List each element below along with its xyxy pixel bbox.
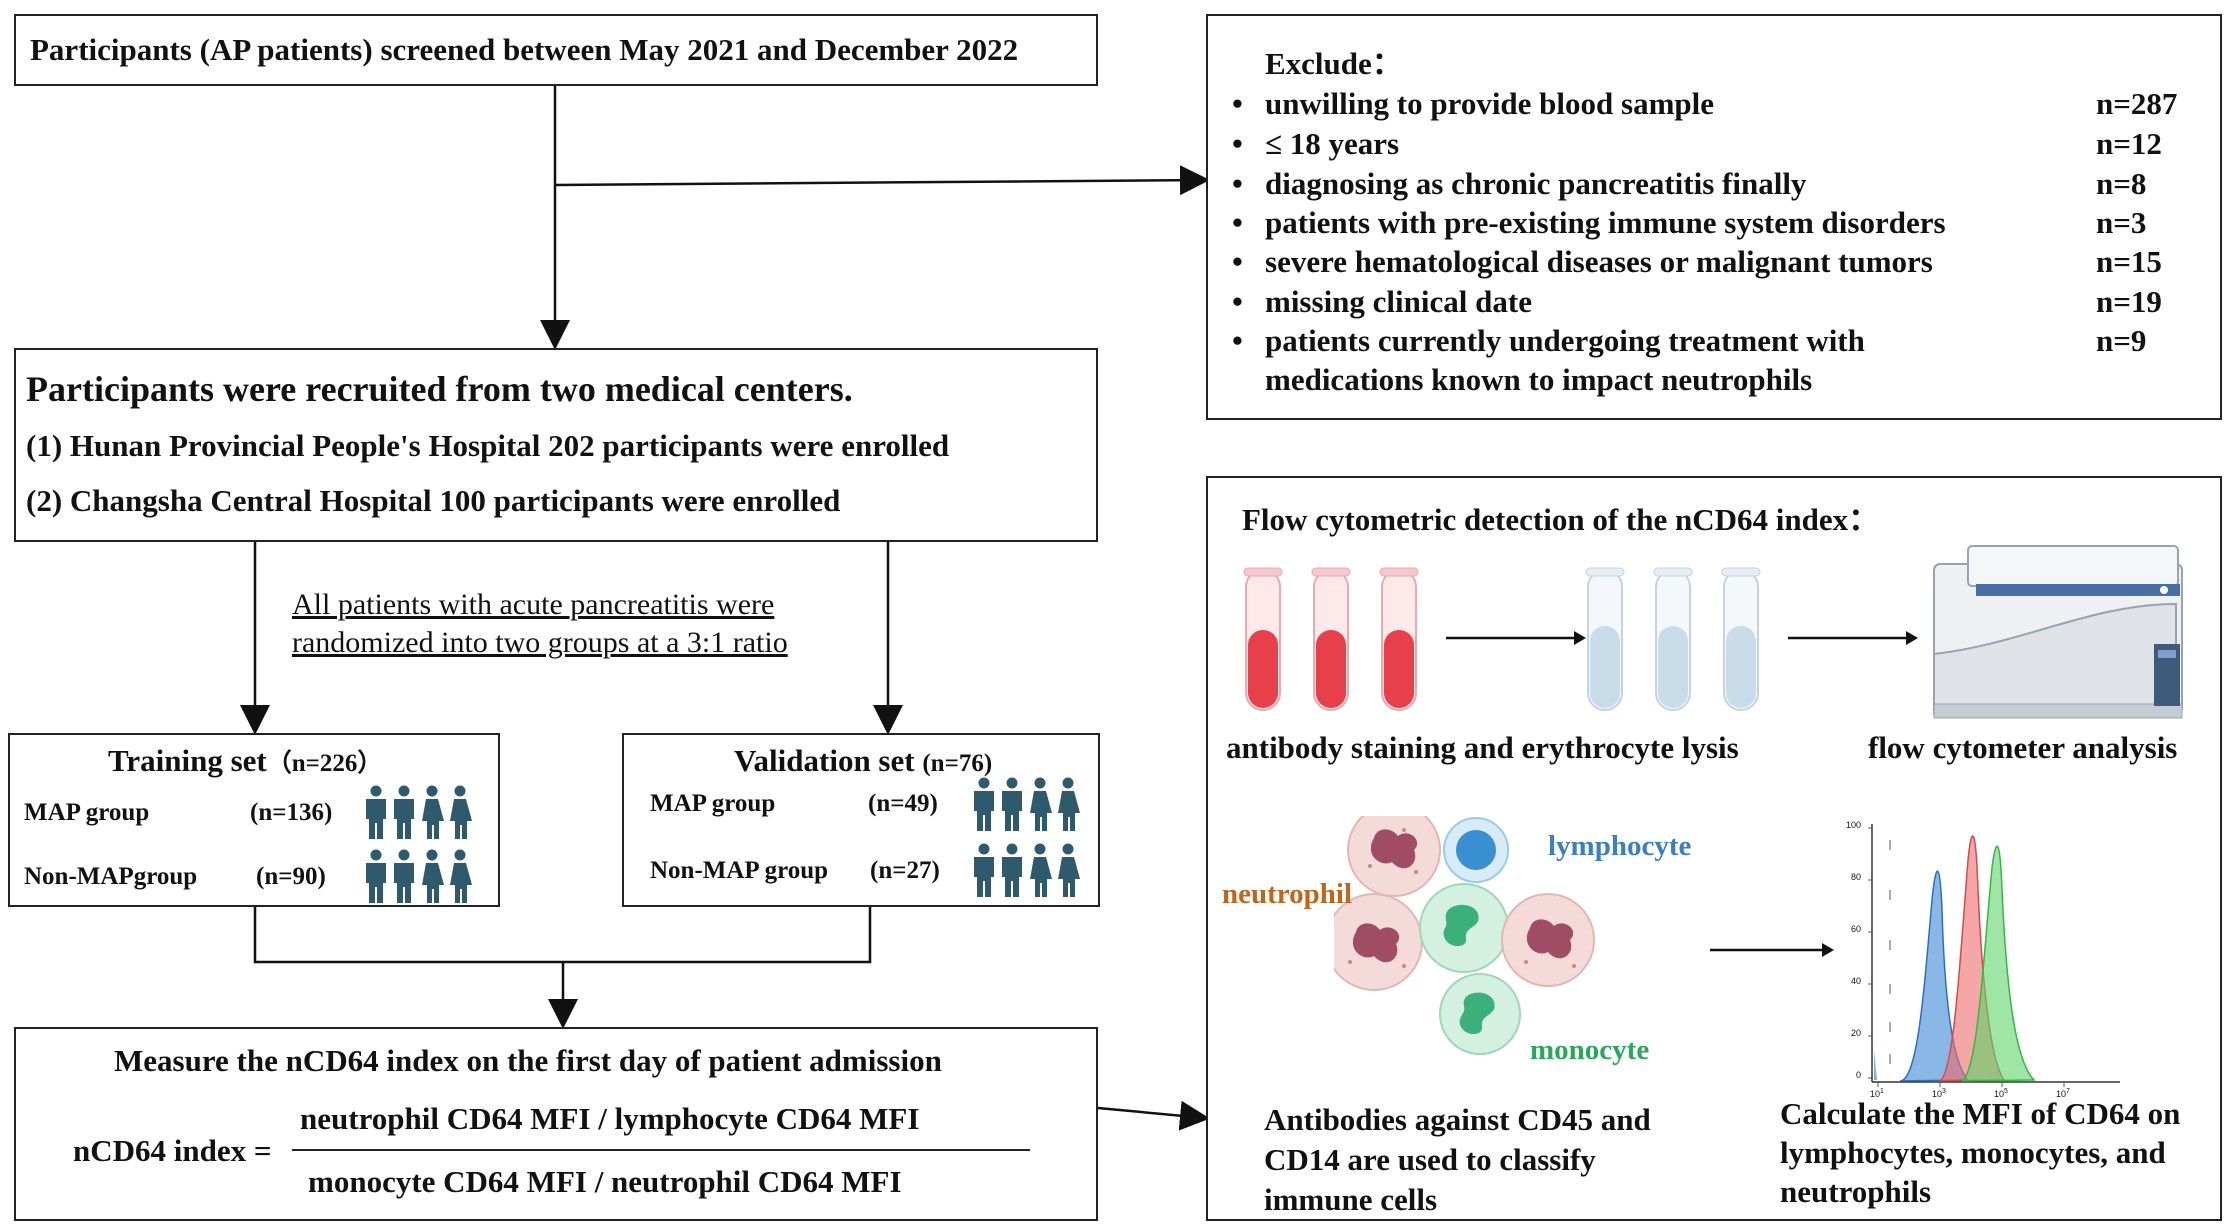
people-icon [974,843,1080,897]
man-icon [1002,843,1022,897]
blood-tubes-icon [1243,567,1419,711]
recruitment-box: Participants were recruited from two med… [14,348,1098,542]
step-staining-label: antibody staining and erythrocyte lysis [1226,730,1739,765]
validation-title: Validation set (n=76) [734,743,993,778]
people-icon [366,849,472,903]
histogram-y-tick: 40 [1851,976,1862,986]
man-icon [974,777,994,831]
arrow-right-icon [1446,631,1586,645]
monocyte-cell [1439,973,1521,1055]
recruitment-line-1: (1) Hunan Provincial People's Hospital 2… [26,428,950,463]
histogram-y-tick: 80 [1851,872,1862,882]
recruitment-title: Participants were recruited from two med… [26,369,853,409]
man-icon [394,849,414,903]
validation-group-n: (n=49) [868,790,938,817]
blood-tube [1311,567,1351,711]
training-group-label: Non-MAPgroup [24,863,198,890]
screening-box: Participants (AP patients) screened betw… [14,14,1098,86]
lysed-tube [1721,567,1761,711]
monocyte-cell [1419,883,1509,973]
histogram-svg [1868,824,2120,1087]
flow-cytometer-icon [1933,545,2183,719]
exclude-heading: Exclude： [1265,46,1403,81]
woman-icon [422,849,444,903]
immune-cells-illustration [1334,816,1595,1055]
blood-tube [1379,567,1419,711]
people-icon-group [364,849,472,908]
woman-icon [450,785,472,839]
measure-title: Measure the nCD64 index on the first day… [114,1043,942,1078]
fraction-bar [292,1149,1030,1151]
histogram-y-tick: 20 [1851,1028,1862,1038]
calculate-text-line: neutrophils [1780,1174,1932,1209]
man-icon [394,785,414,839]
neutrophil-label: neutrophil [1222,878,1353,910]
lysed-tubes-icon [1585,567,1761,711]
arrow-right-icon [1710,943,1834,957]
arrow-right-icon [1788,631,1918,645]
people-icon-group [972,843,1080,902]
woman-icon [1030,777,1052,831]
flow-heading: Flow cytometric detection of the nCD64 i… [1242,502,1880,537]
validation-group-n: (n=27) [870,857,940,884]
histogram-x-tick: 107 [2056,1088,2070,1099]
man-icon [366,849,386,903]
training-group-n: (n=90) [256,863,326,890]
man-icon [974,843,994,897]
woman-icon [1058,777,1080,831]
randomization-line-1: All patients with acute pancreatitis wer… [292,588,775,621]
antibodies-text-line: CD14 are used to classify [1264,1142,1596,1177]
screening-title: Participants (AP patients) screened betw… [30,32,1019,67]
lymphocyte-cell [1443,817,1509,883]
people-icon-group [972,777,1080,836]
woman-icon [1058,843,1080,897]
people-icon-group [364,785,472,844]
calculate-text-line: Calculate the MFI of CD64 on [1780,1096,2181,1131]
man-icon [1002,777,1022,831]
measure-box: Measure the nCD64 index on the first day… [14,1027,1098,1221]
calculate-text-line: lymphocytes, monocytes, and [1780,1135,2166,1170]
training-set-box: Training set（n=226） MAP group (n=136) No… [8,733,500,907]
antibodies-text-line: immune cells [1264,1182,1438,1217]
training-title: Training set（n=226） [108,743,383,778]
histogram-x-tick: 105 [1994,1088,2008,1099]
lysed-tube [1653,567,1693,711]
histogram-y-tick: 100 [1846,820,1862,830]
people-icon [366,785,472,839]
validation-set-box: Validation set (n=76) MAP group (n=49) N… [622,733,1100,907]
formula-lhs: nCD64 index = [73,1133,272,1168]
formula-numerator: neutrophil CD64 MFI / lymphocyte CD64 MF… [300,1101,920,1136]
step-analysis-label: flow cytometer analysis [1868,730,2178,765]
recruitment-line-2: (2) Changsha Central Hospital 100 partic… [26,483,841,518]
woman-icon [450,849,472,903]
woman-icon [422,785,444,839]
histogram-y-tick: 60 [1851,924,1862,934]
formula-denominator: monocyte CD64 MFI / neutrophil CD64 MFI [308,1164,902,1199]
validation-group-label: Non-MAP group [650,857,829,884]
lymphocyte-label: lymphocyte [1548,830,1692,862]
lysed-tube [1585,567,1625,711]
man-icon [366,785,386,839]
woman-icon [1030,843,1052,897]
neutrophil-cell [1501,893,1595,987]
validation-group-label: MAP group [650,790,776,817]
training-group-n: (n=136) [250,799,333,826]
antibodies-text-line: Antibodies against CD45 and [1264,1102,1651,1137]
histogram-y-tick: 0 [1856,1070,1862,1080]
neutrophil-cell [1347,816,1441,897]
people-icon [974,777,1080,831]
histogram-x-tick: 101 [1870,1088,1884,1099]
randomization-line-2: randomized into two groups at a 3:1 rati… [292,626,788,659]
training-group-label: MAP group [24,799,150,826]
histogram-plot: 100 80 60 40 20 0 [1844,810,2124,1100]
monocyte-label: monocyte [1530,1034,1650,1066]
blood-tube [1243,567,1283,711]
histogram-x-tick: 103 [1932,1088,1946,1099]
flow-cytometry-box: Flow cytometric detection of the nCD64 i… [1206,476,2222,1221]
exclude-box: Exclude： •unwilling to provide blood sam… [1206,14,2222,420]
